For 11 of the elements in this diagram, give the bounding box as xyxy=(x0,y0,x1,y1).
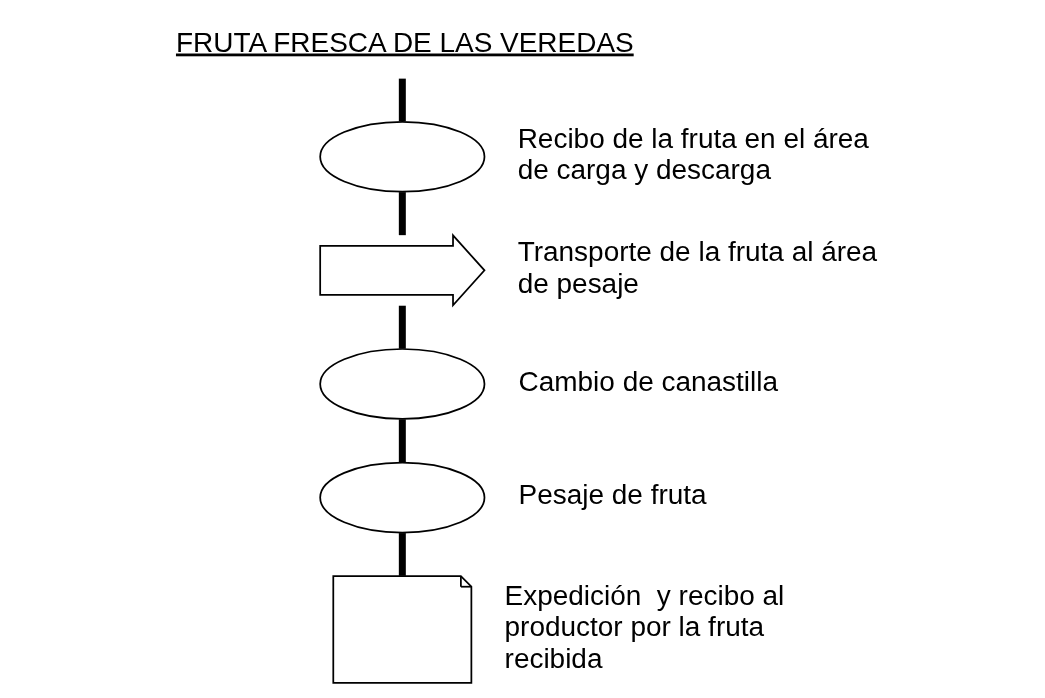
node-ellipse xyxy=(319,348,486,420)
node-label: Pesaje de fruta xyxy=(518,479,707,511)
connector xyxy=(398,78,406,122)
node-label: Recibo de la fruta en el área de carga y descarga xyxy=(517,122,869,186)
node-ellipse xyxy=(319,120,486,193)
node-label: Expedición y recibo al productor por la fruta recibida xyxy=(504,579,785,674)
node-text: FRUTA FRESCA DE LAS VEREDAS xyxy=(175,26,634,58)
node-label: Transporte de la fruta al área de pesaje xyxy=(517,236,878,299)
node-arrow xyxy=(319,233,486,308)
node-ellipse xyxy=(319,461,486,534)
node-label: Cambio de canastilla xyxy=(518,365,779,397)
